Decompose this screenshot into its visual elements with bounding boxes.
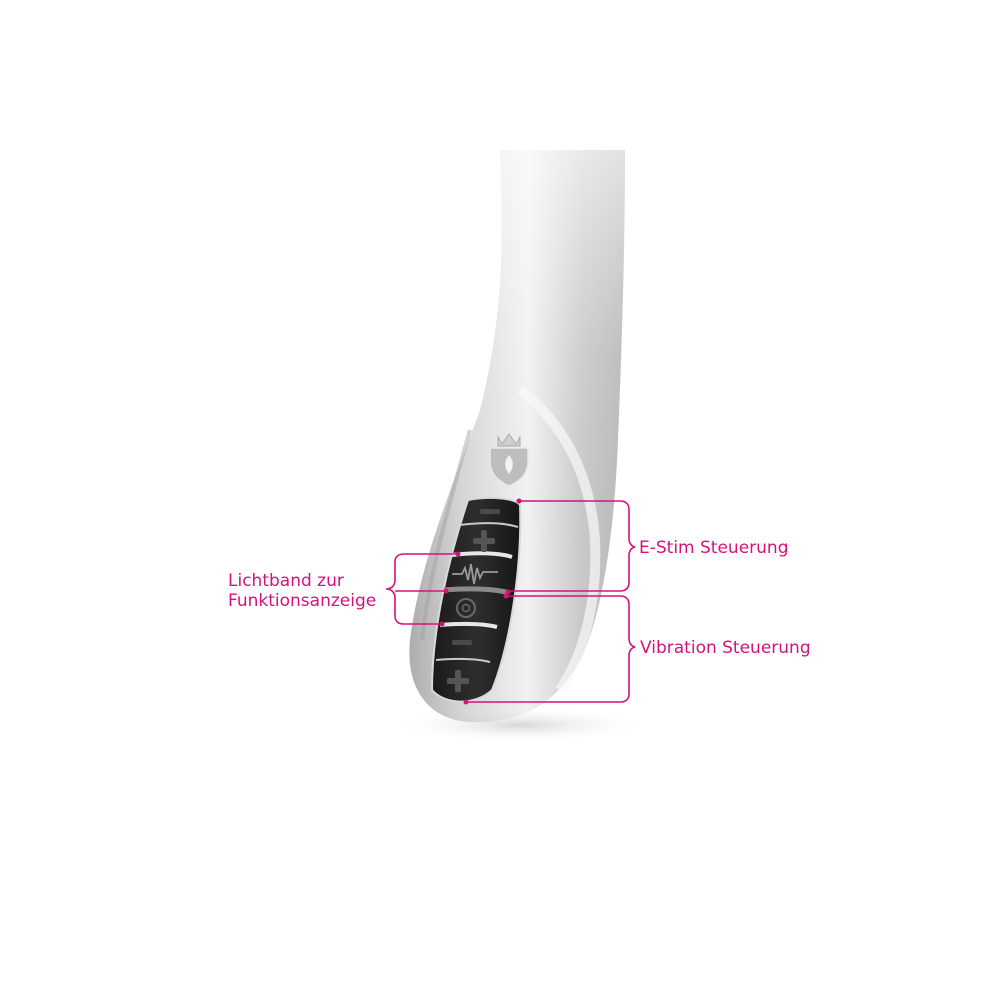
estim-minus-button[interactable]	[480, 509, 500, 514]
vibration-minus-button[interactable]	[452, 640, 472, 645]
vibration-plus-button[interactable]	[447, 670, 469, 692]
light-band	[459, 522, 519, 528]
light-band	[443, 586, 507, 595]
light-band	[439, 621, 498, 629]
lichtband-label-line2: Funktionsanzeige	[228, 591, 377, 611]
vibration-bracket	[466, 595, 636, 703]
estim-mode-button[interactable]	[452, 563, 498, 585]
vibration-label: Vibration Steuerung	[640, 638, 811, 658]
lichtband-bracket	[385, 553, 458, 625]
waveform-icon	[452, 563, 498, 585]
minus-icon	[480, 509, 500, 514]
estim-bracket	[508, 500, 636, 592]
estim-plus-button[interactable]	[473, 530, 495, 552]
lichtband-label: Lichtband zur Funktionsanzeige	[228, 571, 376, 611]
plus-icon	[473, 530, 495, 552]
control-panel	[430, 496, 522, 703]
lichtband-label-line1: Lichtband zur	[228, 571, 344, 591]
plus-icon	[447, 670, 469, 692]
estim-label: E-Stim Steuerung	[639, 538, 789, 558]
lichtband-callout	[385, 551, 461, 627]
minus-icon	[452, 640, 472, 645]
crown-shield-logo	[489, 433, 529, 487]
estim-callout	[505, 498, 636, 595]
power-icon	[456, 598, 476, 618]
light-band	[435, 657, 491, 663]
vibration-power-button[interactable]	[456, 598, 476, 618]
vibration-callout	[463, 593, 636, 705]
